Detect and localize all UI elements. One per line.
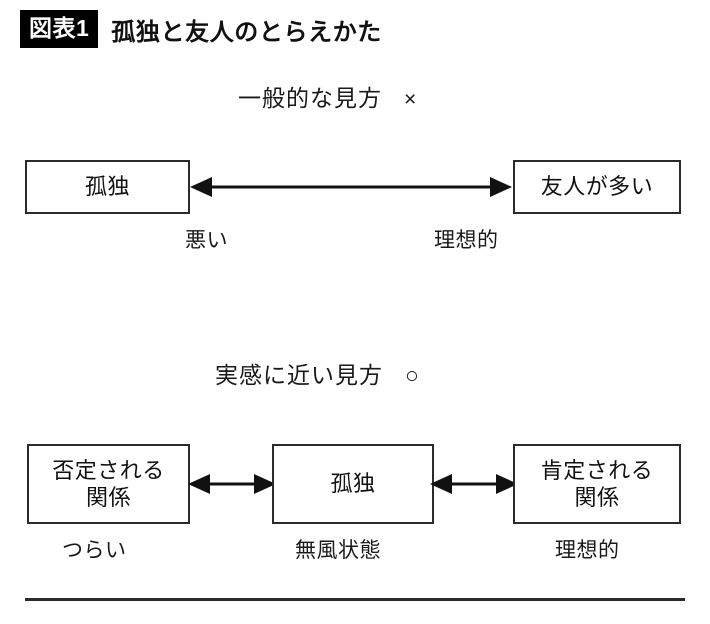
caption-many-friends-text: 理想的 bbox=[434, 229, 499, 252]
caption-negated-relation-text: つらい bbox=[62, 539, 127, 562]
box-negated-relation: 否定される 関係 bbox=[27, 444, 190, 524]
box-many-friends: 友人が多い bbox=[513, 160, 681, 214]
section-heading-general-text: 一般的な見方 bbox=[238, 85, 382, 111]
figure-number-badge: 図表1 bbox=[20, 10, 99, 48]
caption-loneliness-mid-text: 無風状態 bbox=[295, 539, 381, 562]
box-affirmed-relation: 肯定される 関係 bbox=[513, 444, 681, 524]
box-loneliness-mid: 孤独 bbox=[272, 444, 434, 524]
section-heading-general: 一般的な見方 × bbox=[238, 79, 417, 113]
double-headed-arrow-right bbox=[430, 474, 518, 494]
figure-title: 図表1 孤独と友人のとらえかた bbox=[20, 10, 382, 48]
caption-loneliness-mid: 無風状態 bbox=[295, 534, 381, 564]
section-heading-realistic: 実感に近い見方 ○ bbox=[215, 356, 420, 390]
section-heading-realistic-text: 実感に近い見方 bbox=[215, 362, 383, 388]
double-headed-arrow-top bbox=[190, 177, 512, 197]
box-negated-relation-label: 否定される 関係 bbox=[52, 457, 165, 511]
box-loneliness-mid-label: 孤独 bbox=[330, 471, 376, 497]
caption-loneliness-top: 悪い bbox=[185, 224, 228, 254]
caption-affirmed-relation-text: 理想的 bbox=[555, 539, 620, 562]
box-affirmed-relation-label: 肯定される 関係 bbox=[540, 457, 654, 511]
caption-negated-relation: つらい bbox=[62, 534, 127, 564]
cross-mark-icon: × bbox=[404, 88, 418, 111]
box-loneliness-top-label: 孤独 bbox=[84, 174, 130, 200]
circle-mark-icon: ○ bbox=[405, 362, 420, 388]
caption-many-friends: 理想的 bbox=[434, 224, 499, 254]
figure-title-text: 孤独と友人のとらえかた bbox=[111, 18, 382, 46]
bottom-divider bbox=[25, 598, 685, 601]
caption-affirmed-relation: 理想的 bbox=[555, 534, 620, 564]
box-many-friends-label: 友人が多い bbox=[540, 174, 654, 200]
box-loneliness-top: 孤独 bbox=[25, 160, 190, 214]
caption-loneliness-top-text: 悪い bbox=[185, 229, 228, 252]
double-headed-arrow-left bbox=[188, 474, 276, 494]
